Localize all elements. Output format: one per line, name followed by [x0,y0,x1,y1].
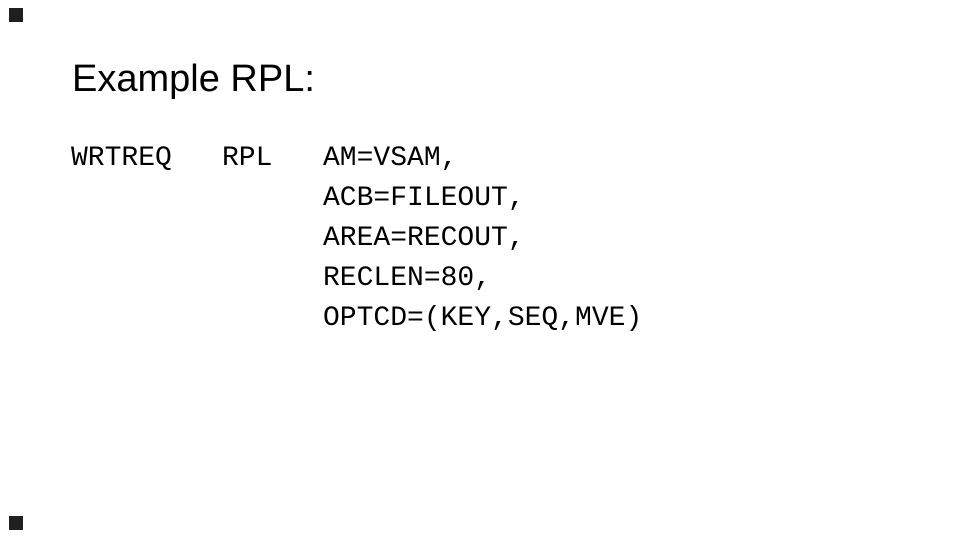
code-statement-label: WRTREQ [71,143,172,174]
corner-marker-top-left [9,8,23,22]
code-operand: AREA=RECOUT, [323,223,525,254]
code-operand: AM=VSAM, [323,143,458,174]
corner-marker-bottom-left [9,516,23,530]
code-operand: OPTCD=(KEY,SEQ,MVE) [323,303,643,334]
code-macro-operation: RPL [222,143,273,174]
code-operand: RECLEN=80, [323,263,492,294]
page-title: Example RPL: [72,58,315,100]
code-operand: ACB=FILEOUT, [323,183,525,214]
